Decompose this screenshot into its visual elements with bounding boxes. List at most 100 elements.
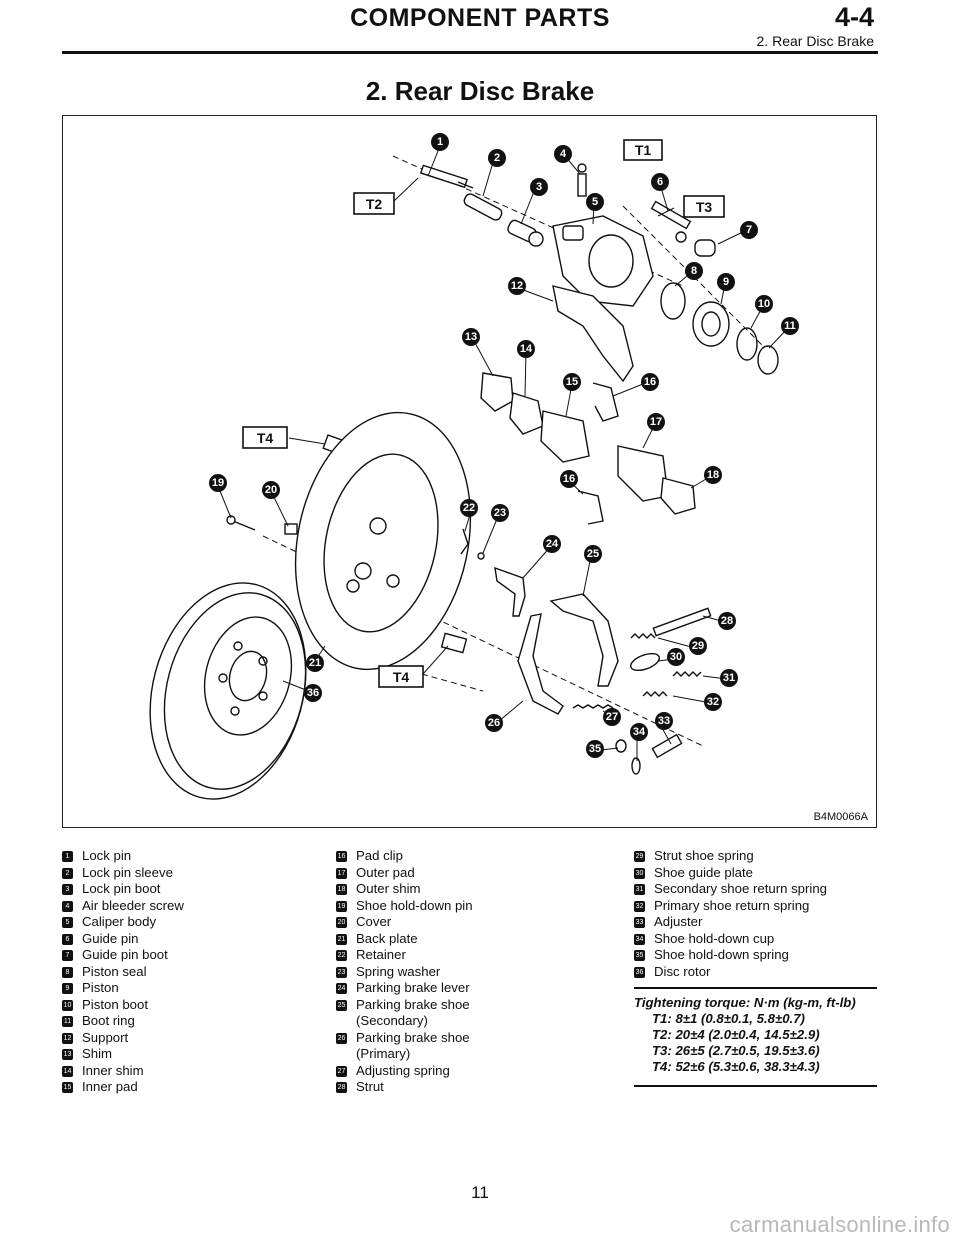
legend-label: Outer pad bbox=[356, 864, 415, 880]
legend-number: 5 bbox=[62, 914, 82, 931]
svg-text:5: 5 bbox=[592, 196, 598, 208]
legend-item: 36 Disc rotor bbox=[634, 964, 884, 981]
legend-number: 7 bbox=[62, 947, 82, 964]
legend-number: 25 bbox=[336, 999, 347, 1011]
legend-label: Spring washer bbox=[356, 963, 441, 979]
legend-label: Pad clip bbox=[356, 848, 403, 863]
tightening-torque-box: Tightening torque: N·m (kg-m, ft-lb) T1:… bbox=[634, 987, 877, 1087]
svg-text:T4: T4 bbox=[393, 669, 410, 685]
section-code: 4-4 bbox=[834, 2, 874, 32]
legend-item: 28 Strut bbox=[336, 1079, 626, 1096]
svg-text:35: 35 bbox=[589, 743, 601, 755]
callouts: 1 2 3 4 5 6 7 8 9 10 11 12 13 14 15 16 1… bbox=[209, 133, 799, 758]
legend-label: Adjusting spring bbox=[356, 1062, 450, 1078]
svg-text:7: 7 bbox=[746, 224, 752, 236]
svg-text:27: 27 bbox=[606, 711, 618, 723]
legend-number: 28 bbox=[336, 1082, 347, 1093]
svg-text:20: 20 bbox=[265, 484, 277, 496]
svg-text:24: 24 bbox=[546, 538, 559, 550]
torque-label-t4-lower: T4 bbox=[378, 665, 424, 688]
caliper-body-part bbox=[552, 215, 654, 307]
svg-text:32: 32 bbox=[707, 696, 719, 708]
legend-number: 34 bbox=[634, 933, 645, 945]
legend-label: Disc rotor bbox=[654, 963, 711, 979]
torque-label-t4-upper: T4 bbox=[242, 426, 288, 449]
legend-label: Inner shim bbox=[82, 1062, 144, 1078]
legend-label: Shim bbox=[82, 1046, 113, 1061]
legend-label: Outer shim bbox=[356, 881, 421, 896]
torque-rule-top bbox=[634, 987, 877, 989]
legend-label: Secondary shoe return spring bbox=[654, 881, 828, 896]
legend-number: 33 bbox=[634, 917, 645, 928]
page-number: 11 bbox=[471, 1183, 489, 1202]
legend-label: Shoe hold-down spring bbox=[654, 947, 789, 962]
legend-number: 13 bbox=[62, 1049, 73, 1060]
legend-label: Piston seal bbox=[82, 963, 147, 979]
torque-line-t1: T1: 8±1 (0.8±0.1, 5.8±0.7) bbox=[652, 1011, 805, 1026]
svg-text:16: 16 bbox=[644, 376, 656, 388]
legend-item: 34 Shoe hold-down cup bbox=[634, 931, 884, 948]
legend-label: Piston boot bbox=[82, 996, 148, 1012]
svg-text:30: 30 bbox=[670, 651, 682, 663]
legend-label: Back plate bbox=[356, 930, 418, 946]
svg-text:31: 31 bbox=[723, 672, 735, 684]
legend-item: 14 Inner shim bbox=[62, 1063, 332, 1080]
exploded-view-drawing: 1 2 3 4 5 6 7 8 9 10 11 12 13 14 15 16 1… bbox=[149, 133, 799, 800]
legend-number: 3 bbox=[62, 881, 82, 898]
torque-label-t1: T1 bbox=[623, 139, 663, 161]
legend-item: 24 Parking brake lever bbox=[336, 980, 626, 997]
legend-number: 15 bbox=[62, 1082, 73, 1093]
legend-number: 14 bbox=[62, 1065, 73, 1077]
legend-number: 36 bbox=[634, 966, 645, 978]
legend-item: 21 Back plate bbox=[336, 931, 626, 948]
legend-number: 2 bbox=[62, 865, 82, 882]
legend-label: Caliper body bbox=[82, 914, 157, 929]
svg-text:T4: T4 bbox=[257, 430, 274, 446]
svg-text:18: 18 bbox=[707, 469, 719, 481]
legend-number: 8 bbox=[62, 964, 82, 981]
svg-text:19: 19 bbox=[212, 477, 224, 489]
svg-text:25: 25 bbox=[587, 548, 599, 560]
legend-item: 13 Shim bbox=[62, 1046, 332, 1063]
exploded-view-figure: 1 2 3 4 5 6 7 8 9 10 11 12 13 14 15 16 1… bbox=[62, 115, 877, 828]
legend-number: 24 bbox=[336, 983, 347, 994]
legend-number: 27 bbox=[336, 1065, 347, 1077]
svg-text:22: 22 bbox=[463, 502, 475, 514]
legend-number: 21 bbox=[336, 933, 347, 945]
legend-number: 19 bbox=[336, 900, 347, 912]
svg-text:T3: T3 bbox=[696, 199, 713, 215]
torque-line-t4: T4: 52±6 (5.3±0.6, 38.3±4.3) bbox=[652, 1059, 820, 1074]
legend-label: Air bleeder screw bbox=[82, 897, 184, 913]
legend-label: Parking brake lever bbox=[356, 980, 470, 995]
legend-label: Primary shoe return spring bbox=[654, 897, 810, 913]
svg-text:3: 3 bbox=[536, 181, 542, 193]
legend-label: Lock pin sleeve bbox=[82, 864, 173, 880]
lock-pin-part bbox=[419, 164, 474, 189]
svg-text:13: 13 bbox=[465, 331, 477, 343]
legend-label: Boot ring bbox=[82, 1013, 135, 1028]
legend-number: 10 bbox=[62, 999, 73, 1011]
svg-text:6: 6 bbox=[657, 176, 663, 188]
legend-label: Shoe hold-down cup bbox=[654, 930, 775, 946]
svg-text:10: 10 bbox=[758, 298, 770, 310]
legend-label: Strut bbox=[356, 1079, 384, 1094]
legend-number: 18 bbox=[336, 884, 347, 895]
svg-text:36: 36 bbox=[307, 687, 319, 699]
